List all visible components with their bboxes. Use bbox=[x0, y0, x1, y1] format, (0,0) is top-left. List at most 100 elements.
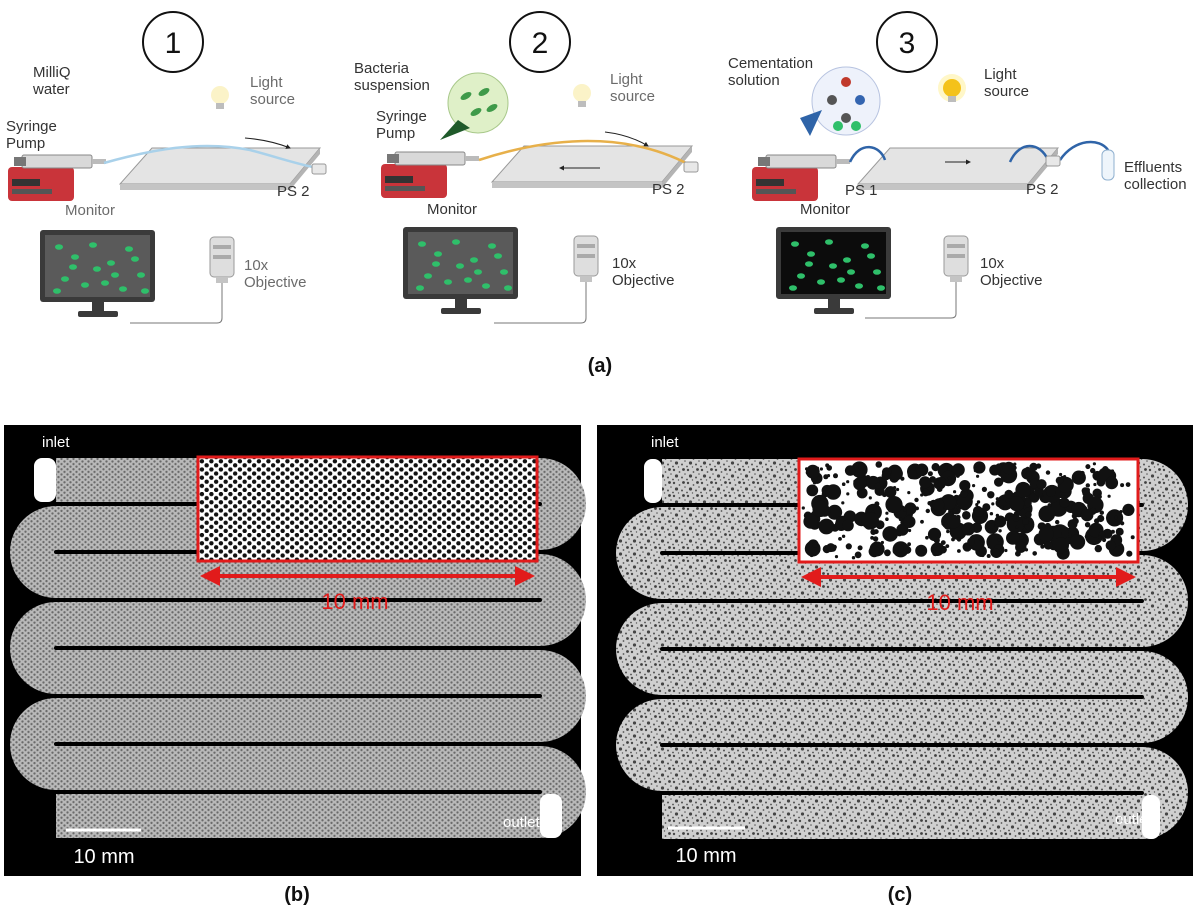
objective-tip bbox=[950, 276, 962, 282]
scale-bar-label: 10 mm bbox=[73, 846, 134, 868]
pillar bbox=[895, 544, 904, 553]
pillar bbox=[1059, 472, 1063, 477]
cell-dot bbox=[53, 288, 61, 294]
monitor-icon bbox=[776, 227, 891, 314]
objective-ring bbox=[213, 255, 231, 259]
pillar bbox=[1064, 495, 1068, 499]
cell-dot bbox=[482, 283, 490, 289]
pillar bbox=[1093, 482, 1097, 487]
cell-dot bbox=[873, 269, 881, 275]
pillar bbox=[997, 538, 1001, 542]
channel-bend bbox=[10, 698, 56, 790]
cell-dot bbox=[81, 282, 89, 288]
monitor-label: Monitor bbox=[427, 201, 477, 218]
cell-dot bbox=[416, 285, 424, 291]
channel-bend bbox=[540, 554, 586, 646]
pillar bbox=[952, 508, 958, 514]
monitor-screen bbox=[408, 232, 513, 294]
bulb-base bbox=[948, 96, 956, 102]
pillar bbox=[1039, 523, 1044, 528]
channel-lane bbox=[662, 699, 1142, 743]
channel-lane bbox=[662, 651, 1142, 695]
channel-lane bbox=[56, 746, 540, 790]
pillar bbox=[898, 517, 903, 522]
inset-dimension-label: 10 mm bbox=[926, 590, 993, 615]
pillar bbox=[1025, 511, 1032, 518]
pillar bbox=[1015, 525, 1019, 529]
pillar bbox=[823, 474, 829, 480]
cell-dot bbox=[470, 257, 478, 263]
pillar bbox=[908, 528, 912, 533]
atom bbox=[827, 95, 837, 105]
flow-arrow bbox=[244, 137, 291, 149]
inlet-label: inlet bbox=[42, 434, 70, 451]
pillar bbox=[856, 487, 868, 499]
chip-edge bbox=[662, 146, 692, 188]
monitor-neck bbox=[828, 299, 840, 309]
pillar bbox=[834, 555, 839, 559]
pump-display bbox=[756, 179, 784, 186]
pillar bbox=[861, 512, 879, 530]
cell-dot bbox=[61, 276, 69, 282]
pillar bbox=[907, 469, 918, 480]
pillar bbox=[1098, 535, 1102, 540]
monitor-icon bbox=[40, 230, 155, 317]
channel-lane bbox=[662, 795, 1142, 839]
bulb-glass bbox=[573, 84, 591, 102]
chip-side bbox=[492, 182, 662, 188]
pillar bbox=[881, 470, 891, 481]
outlet-port bbox=[540, 794, 562, 838]
cell-dot bbox=[464, 277, 472, 283]
pillar bbox=[842, 519, 854, 532]
pillar bbox=[853, 477, 867, 491]
pillar bbox=[1081, 487, 1089, 495]
cell-dot bbox=[111, 272, 119, 278]
pillar bbox=[896, 487, 900, 492]
pillar bbox=[844, 465, 856, 476]
pillar bbox=[885, 517, 889, 521]
monitor-neck bbox=[455, 299, 467, 309]
cell-dot bbox=[137, 272, 145, 278]
flow-arrow bbox=[604, 131, 649, 147]
syringe-pump bbox=[752, 154, 850, 201]
cell-dot bbox=[877, 285, 885, 291]
syringe-barrel bbox=[394, 151, 466, 166]
bulb-base bbox=[216, 103, 224, 109]
cell-dot bbox=[456, 263, 464, 269]
pillar bbox=[907, 491, 911, 495]
pillar bbox=[946, 529, 950, 534]
step-number: 1 bbox=[165, 27, 182, 60]
objective-ring bbox=[213, 245, 231, 249]
pillar bbox=[857, 463, 866, 471]
pillar bbox=[825, 463, 830, 468]
pillar bbox=[960, 489, 969, 498]
pillar bbox=[921, 488, 930, 497]
pillar bbox=[1105, 476, 1119, 490]
pillar bbox=[846, 492, 850, 496]
cell-dot bbox=[855, 283, 863, 289]
pillar bbox=[940, 494, 957, 510]
pillar bbox=[885, 511, 889, 515]
pillar bbox=[1080, 508, 1094, 522]
pillar bbox=[998, 499, 1007, 508]
pillar bbox=[1099, 510, 1105, 515]
pillar bbox=[994, 477, 1004, 487]
pump-buttons bbox=[12, 189, 52, 194]
pillar bbox=[1079, 477, 1084, 483]
atom bbox=[841, 77, 851, 87]
pillar bbox=[889, 466, 903, 481]
pillar bbox=[1006, 531, 1020, 545]
monitor-stand bbox=[814, 308, 854, 314]
light-bulb-icon bbox=[211, 86, 229, 109]
pillar bbox=[951, 463, 965, 477]
pillar bbox=[1080, 471, 1085, 476]
pillar bbox=[872, 536, 879, 542]
cell-dot bbox=[89, 242, 97, 248]
monitor-stand bbox=[78, 311, 118, 317]
pillar bbox=[916, 466, 926, 476]
pillar bbox=[974, 507, 984, 517]
pillar bbox=[904, 502, 917, 515]
